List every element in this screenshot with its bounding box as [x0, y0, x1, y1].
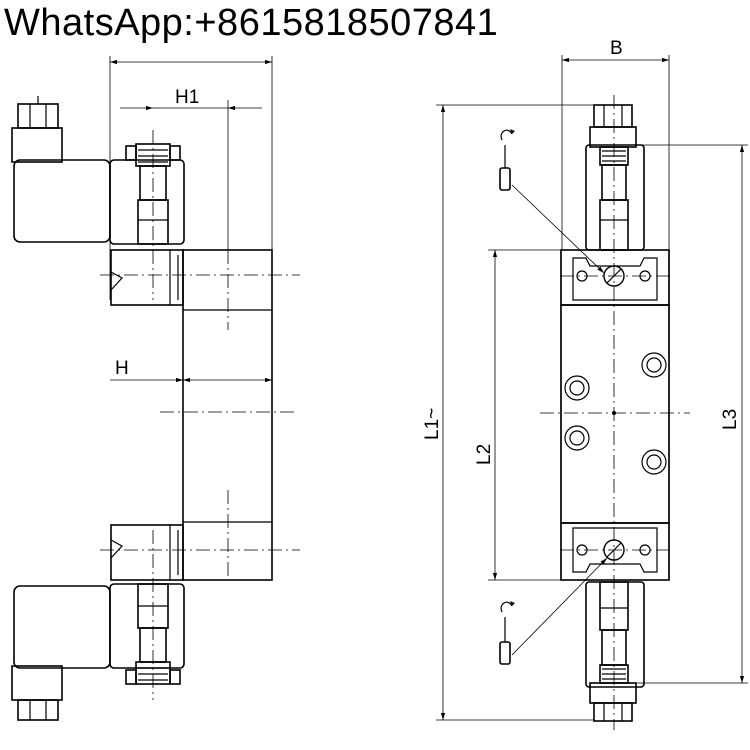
port-2	[564, 425, 590, 451]
side-view: H1 H	[11, 56, 300, 721]
dimension-label-l1: L1~	[422, 408, 443, 440]
whatsapp-contact-text: WhatsApp:+8615818507841	[4, 2, 499, 44]
dimension-label-l3: L3	[720, 409, 741, 430]
port-4	[641, 449, 667, 475]
side-view-body	[182, 249, 273, 581]
dimension-label-b: B	[610, 38, 623, 59]
upper-nut	[593, 104, 633, 128]
lower-solenoid	[585, 581, 645, 688]
dimension-label-l2: L2	[474, 444, 495, 465]
port-3	[641, 352, 667, 378]
lower-coil	[13, 585, 111, 669]
lower-screwdriver-icon	[499, 557, 608, 665]
dimension-label-h1: H1	[175, 87, 199, 108]
lower-nut	[593, 702, 633, 722]
dimension-label-h: H	[115, 358, 129, 379]
upper-screwdriver-icon	[499, 129, 605, 274]
front-view: B L1~ L2 L3	[422, 38, 748, 730]
port-1	[564, 375, 590, 401]
upper-coil	[13, 159, 111, 243]
